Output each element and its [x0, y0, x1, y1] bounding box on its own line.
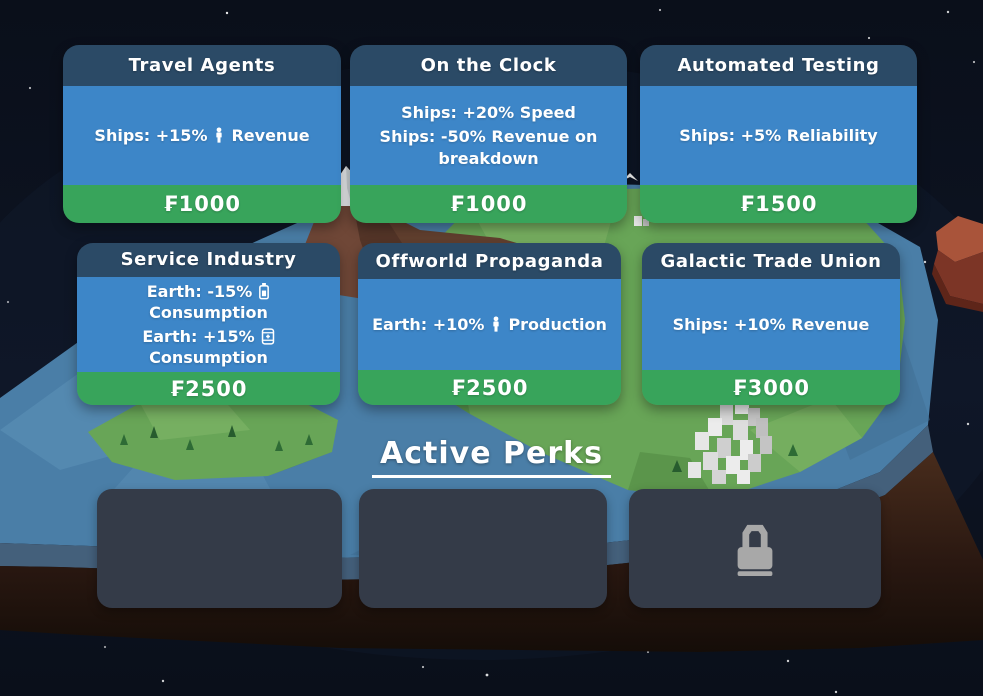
barrel-icon	[261, 328, 275, 345]
perk-card-travel-agents[interactable]: Travel Agents Ships: +15% Revenue ₣1000	[63, 45, 341, 223]
perk-card-on-the-clock[interactable]: On the Clock Ships: +20% Speed Ships: -5…	[350, 45, 627, 223]
active-perks-heading-text: Active Perks	[372, 436, 611, 478]
effect-line: Earth: +15% Consumption	[87, 326, 330, 368]
island-left	[88, 390, 798, 480]
perk-card-price: ₣2500	[77, 372, 340, 405]
perk-card-effects: Ships: +10% Revenue	[642, 279, 900, 370]
effect-text: Production	[508, 314, 607, 334]
effect-line: Ships: +10% Revenue	[673, 314, 870, 335]
price-text: ₣2500	[169, 376, 248, 401]
active-perk-slot-3-locked[interactable]	[629, 489, 881, 608]
lock-icon	[731, 521, 779, 577]
perk-card-galactic-trade-union[interactable]: Galactic Trade Union Ships: +10% Revenue…	[642, 243, 900, 405]
active-perks-heading: Active Perks	[0, 436, 983, 478]
perk-card-effects: Ships: +15% Revenue	[63, 86, 341, 185]
person-icon	[490, 316, 502, 333]
effect-text: Ships: +15%	[94, 125, 208, 145]
perk-card-price: ₣1500	[640, 185, 917, 223]
perk-card-title: Service Industry	[77, 243, 340, 277]
perk-card-effects: Ships: +20% Speed Ships: -50% Revenue on…	[350, 86, 627, 185]
effect-line: Ships: -50% Revenue on breakdown	[360, 126, 617, 168]
perk-card-title: On the Clock	[350, 45, 627, 86]
active-perk-slot-1[interactable]	[97, 489, 342, 608]
effect-text: Earth: +15%	[142, 326, 255, 346]
effect-text: Consumption	[149, 302, 268, 322]
perk-card-price: ₣3000	[642, 370, 900, 405]
active-perk-slot-2[interactable]	[359, 489, 607, 608]
effect-text: Ships: +20% Speed	[401, 103, 576, 123]
perk-title-text: Travel Agents	[128, 55, 276, 76]
effect-text: Ships: +5% Reliability	[679, 125, 878, 145]
perk-card-price: ₣1000	[63, 185, 341, 223]
perk-title-text: Automated Testing	[677, 55, 880, 76]
perk-title-text: Offworld Propaganda	[375, 250, 604, 272]
price-text: ₣3000	[731, 375, 811, 400]
perk-card-effects: Ships: +5% Reliability	[640, 86, 917, 185]
perk-card-title: Offworld Propaganda	[358, 243, 621, 279]
effect-line: Ships: +5% Reliability	[679, 125, 877, 146]
effect-text: Revenue	[231, 125, 310, 145]
effect-text: Earth: -15%	[146, 281, 253, 301]
red-rock	[932, 216, 983, 312]
effect-text: Ships: -50% Revenue on breakdown	[379, 127, 598, 168]
trees	[120, 425, 798, 472]
effect-line: Earth: +10% Production	[372, 314, 607, 335]
perk-card-title: Travel Agents	[63, 45, 341, 86]
price-text: ₣1500	[739, 192, 818, 216]
perk-card-price: ₣1000	[350, 185, 627, 223]
price-text: ₣2500	[450, 375, 529, 400]
perk-card-effects: Earth: +10% Production	[358, 279, 621, 370]
price-text: ₣1000	[162, 192, 242, 216]
effect-text: Ships: +10% Revenue	[672, 314, 870, 334]
perk-card-title: Automated Testing	[640, 45, 917, 86]
effect-line: Ships: +20% Speed	[401, 102, 576, 123]
perk-card-effects: Earth: -15% Consumption Earth: +15% Cons…	[77, 276, 340, 373]
effect-text: Consumption	[149, 348, 268, 368]
perk-title-text: On the Clock	[420, 55, 557, 76]
effect-line: Ships: +15% Revenue	[94, 125, 309, 146]
perk-card-title: Galactic Trade Union	[642, 243, 900, 279]
perk-card-service-industry[interactable]: Service Industry Earth: -15% Consumption…	[77, 243, 340, 405]
perk-card-offworld-propaganda[interactable]: Offworld Propaganda Earth: +10% Producti…	[358, 243, 621, 405]
person-icon	[213, 127, 225, 144]
perk-title-text: Service Industry	[120, 249, 297, 271]
perk-card-price: ₣2500	[358, 370, 621, 405]
perk-title-text: Galactic Trade Union	[660, 250, 882, 272]
price-text: ₣1000	[449, 192, 528, 216]
battery-icon	[258, 282, 270, 300]
perk-card-automated-testing[interactable]: Automated Testing Ships: +5% Reliability…	[640, 45, 917, 223]
effect-text: Earth: +10%	[372, 314, 485, 334]
effect-line: Earth: -15% Consumption	[87, 281, 330, 323]
